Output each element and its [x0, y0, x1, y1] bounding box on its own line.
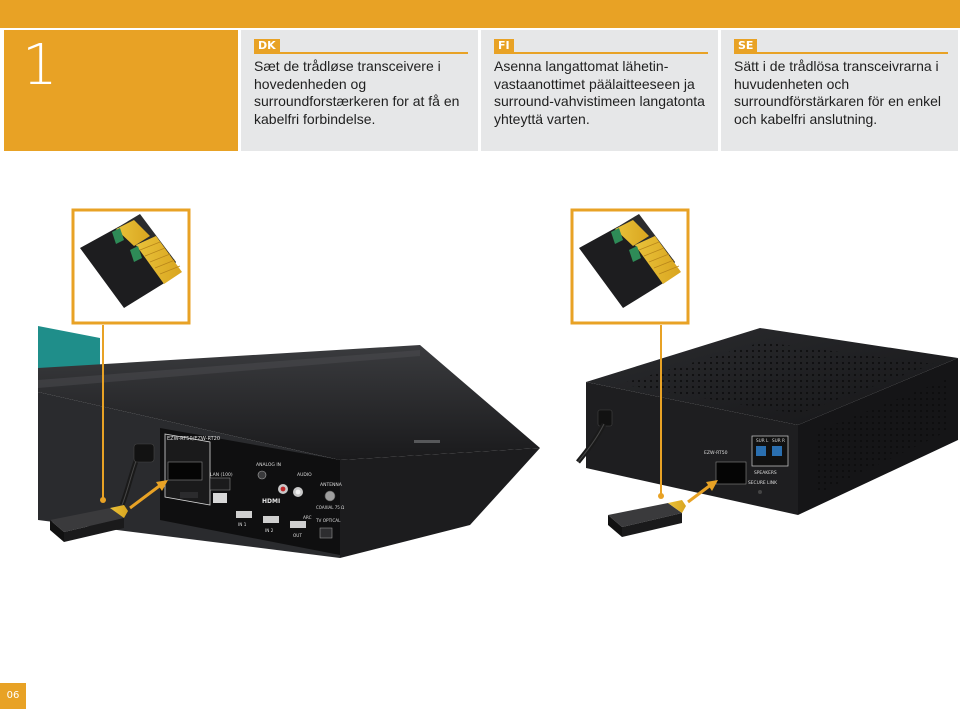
sur-l-label: SUR L: [756, 438, 769, 443]
lang-rule: [734, 52, 948, 54]
analog-in-label: ANALOG IN: [256, 462, 281, 468]
transceiver-slot-main: [167, 461, 203, 481]
instruction-text-se: Sätt i de trådlösa transceivrarna i huvu…: [734, 58, 941, 127]
insert-arrow-sub: [687, 482, 713, 504]
speakers-label: SPEAKERS: [754, 470, 777, 476]
header-band: [0, 0, 960, 28]
surround-amplifier: SUR L SUR R SPEAKERS SECURE LINK EZW-RT5…: [576, 328, 958, 515]
lang-tag-dk: DK: [254, 39, 280, 53]
lang-tag-fi: FI: [494, 39, 514, 53]
hdmi-label: HDMI: [262, 498, 280, 505]
main-unit: EZW-RT50/EZW-RT20 LAN (100) ANALOG IN AU…: [38, 326, 540, 558]
panel-dk: DK Sæt de trådløse transceivere i hovede…: [241, 30, 478, 151]
step-number: 1: [22, 33, 58, 98]
hdmi-in2-label: IN 2: [265, 528, 274, 533]
main-unit-end-face: [340, 448, 540, 558]
lang-tag-se: SE: [734, 39, 758, 53]
audio-r-jack: [280, 486, 286, 492]
hdmi-in1-port: [236, 511, 252, 518]
page-number: 06: [0, 683, 26, 709]
analog-in-jack: [257, 470, 267, 480]
hdmi-out-label: OUT: [293, 533, 302, 538]
secure-link-label: SECURE LINK: [748, 480, 777, 486]
secure-link-button: [758, 490, 762, 494]
lang-rule: [494, 52, 708, 54]
audio-l-jack: [295, 489, 301, 495]
slot-label-main: EZW-RT50/EZW-RT20: [167, 436, 220, 442]
optical-port: [319, 527, 333, 539]
insert-arrow-main: [129, 482, 163, 510]
hdmi-in2-port: [263, 516, 279, 523]
hdmi-in1-label: IN 1: [238, 522, 247, 527]
audio-label: AUDIO: [297, 472, 312, 478]
antenna-port: [324, 490, 336, 502]
hdmi-out-port: [290, 521, 306, 528]
lang-rule: [254, 52, 468, 54]
slot-label-sub: EZW-RT50: [704, 450, 728, 456]
antenna-label: ANTENNA: [320, 482, 343, 488]
tv-optical-label: TV OPTICAL: [315, 518, 341, 523]
zoom-callout-main: [71, 208, 191, 503]
transceiver-main: [50, 505, 128, 542]
instruction-text-dk: Sæt de trådløse transceivere i hovedenhe…: [254, 58, 460, 127]
teal-accent: [38, 326, 100, 372]
sur-r-port: [772, 446, 782, 456]
sur-l-port: [756, 446, 766, 456]
transceiver-sub: [608, 500, 686, 537]
instruction-text-fi: Asenna langattomat lähetin­vastaanottime…: [494, 58, 705, 127]
coaxial-label: COAXIAL 75 Ω: [316, 505, 344, 510]
brand-logo: [414, 440, 440, 443]
sur-r-label: SUR R: [772, 438, 785, 443]
transceiver-slot-sub: [715, 461, 747, 485]
zoom-callout-sub: [570, 208, 690, 499]
lan-port: [213, 493, 227, 503]
step-box: [4, 30, 238, 151]
panel-se: SE Sätt i de trådlösa transceivrarna i h…: [721, 30, 958, 151]
installation-illustration: EZW-RT50/EZW-RT20 LAN (100) ANALOG IN AU…: [38, 208, 958, 558]
hdmi-arc-label: ARC: [303, 515, 312, 520]
lan-label: LAN (100): [210, 472, 233, 478]
panel-fi: FI Asenna langattomat lähetin­vastaanott…: [481, 30, 718, 151]
